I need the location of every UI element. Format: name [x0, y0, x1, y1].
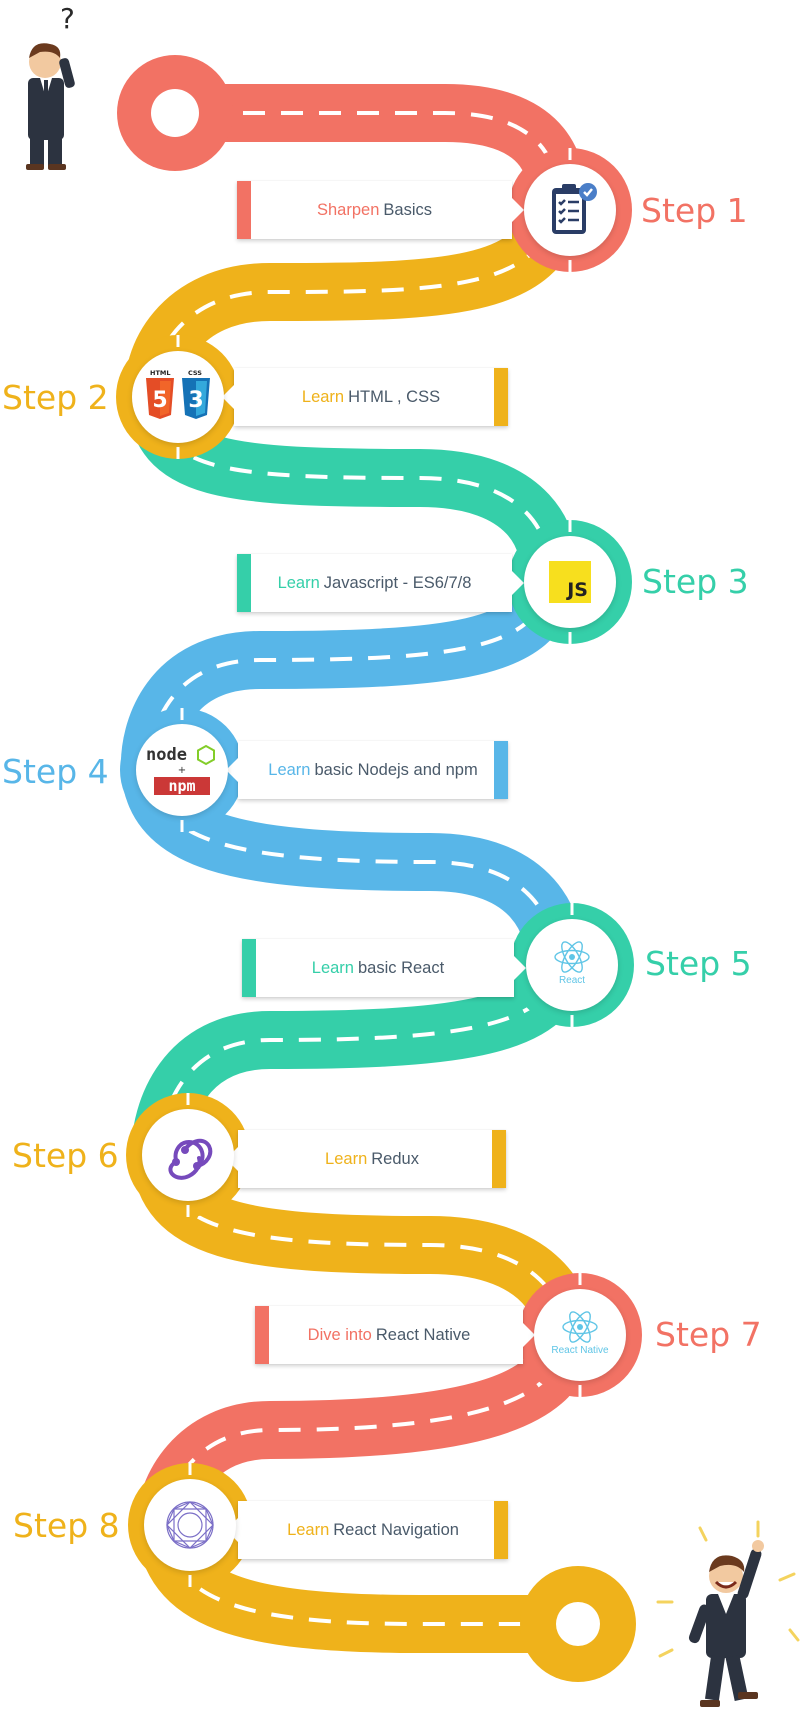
question-mark-glyph: ? [60, 2, 75, 35]
step-8-card: Learn React Navigation [226, 1501, 508, 1559]
finish-point [520, 1566, 636, 1682]
clipboard-checklist-icon [552, 183, 597, 234]
step-3-label: Step 3 [642, 562, 749, 601]
step-7-keyword: Dive into [307, 1325, 372, 1344]
step-8-badge [144, 1479, 236, 1571]
step-4-text: basic Nodejs and npm [314, 760, 478, 779]
step-7-badge: React Native [534, 1289, 626, 1381]
step-5-label: Step 5 [645, 944, 752, 983]
node-npm-icon: node + npm [146, 744, 215, 795]
step-7-text: React Native [375, 1325, 471, 1344]
step-3-badge: JS [524, 536, 616, 628]
svg-text:npm: npm [168, 777, 195, 795]
step-6-card: Learn Redux [226, 1130, 506, 1188]
step-4-label: Step 4 [2, 752, 109, 791]
step-6-label: Step 6 [12, 1136, 119, 1175]
step-3-keyword: Learn [277, 573, 320, 592]
svg-text:React: React [559, 975, 585, 986]
step-8-keyword: Learn [287, 1520, 330, 1539]
step-4-card: Learn basic Nodejs and npm [226, 741, 508, 799]
html5-css3-icon: HTML CSS 5 3 [146, 369, 210, 419]
react-native-logo-icon: React Native [551, 1311, 609, 1356]
step-2-badge: HTML CSS 5 3 [132, 351, 224, 443]
react-logo-icon: React [554, 941, 590, 986]
javascript-logo-icon: JS [549, 561, 591, 603]
redux-logo-icon [168, 1138, 213, 1180]
step-2-text: HTML , CSS [348, 387, 441, 406]
step-1-card: Sharpen Basics [237, 181, 524, 239]
step-4-badge: node + npm [136, 724, 228, 816]
svg-text:3: 3 [188, 388, 203, 413]
step-6-keyword: Learn [325, 1149, 368, 1168]
step-1-label: Step 1 [641, 191, 748, 230]
step-2-keyword: Learn [301, 387, 345, 406]
step-2-card: Learn HTML , CSS [222, 368, 508, 426]
svg-text:HTML: HTML [150, 369, 170, 377]
start-point [117, 55, 233, 171]
confused-man-icon: ? [26, 2, 75, 170]
step-1-badge [524, 164, 616, 256]
step-6-badge [142, 1109, 234, 1201]
svg-text:5: 5 [152, 388, 167, 413]
svg-text:CSS: CSS [188, 369, 202, 377]
step-2-label: Step 2 [2, 378, 109, 417]
step-1-keyword: Sharpen [317, 200, 380, 219]
step-7-label: Step 7 [655, 1315, 762, 1354]
step-5-badge: React [526, 919, 618, 1011]
react-navigation-logo-icon [166, 1501, 214, 1549]
step-8-label: Step 8 [13, 1506, 120, 1545]
svg-text:node: node [146, 745, 187, 765]
step-1-text: Basics [383, 200, 432, 219]
svg-text:React Native: React Native [551, 1345, 609, 1356]
step-3-text: Javascript - ES6/7/8 [323, 573, 472, 592]
step-7-card: Dive into React Native [255, 1306, 535, 1364]
step-4-keyword: Learn [268, 760, 311, 779]
celebrating-man-icon [656, 1520, 800, 1707]
step-3-card: Learn Javascript - ES6/7/8 [237, 554, 524, 612]
step-8-text: React Navigation [333, 1520, 459, 1539]
step-5-text: basic React [357, 958, 445, 977]
step-5-keyword: Learn [311, 958, 354, 977]
svg-text:+: + [178, 765, 186, 776]
step-6-text: Redux [371, 1149, 419, 1168]
step-5-card: Learn basic React [242, 939, 526, 997]
